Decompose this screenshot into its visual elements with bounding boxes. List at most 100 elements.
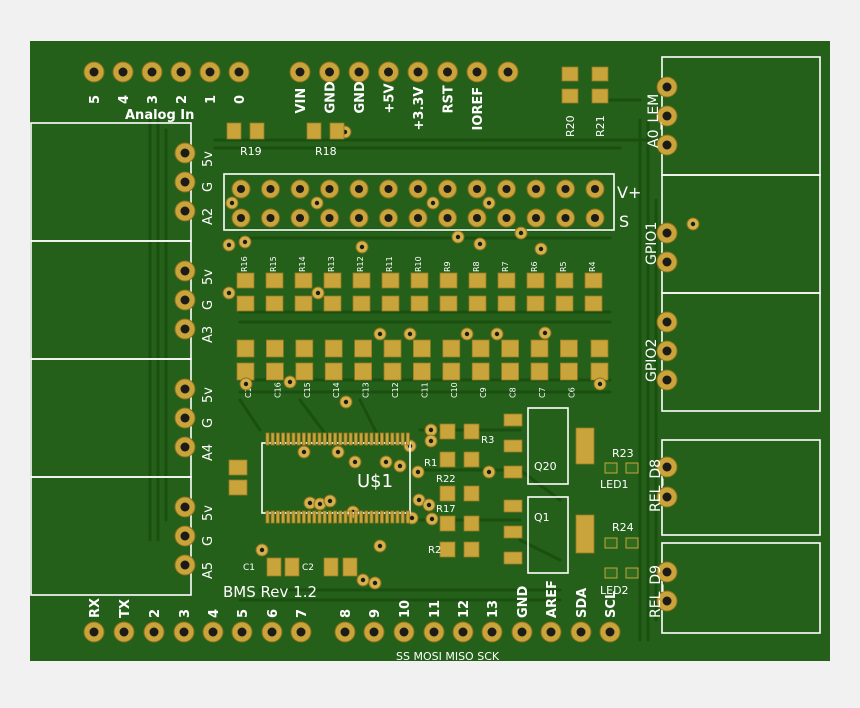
chip-label: U$1 bbox=[357, 471, 393, 492]
capacitor-label: C9 bbox=[479, 387, 488, 398]
side-pin-label: A2 bbox=[201, 208, 216, 225]
resistor-label: R15 bbox=[269, 256, 278, 272]
resistor-pad bbox=[468, 295, 487, 312]
analog-pin-label: 1 bbox=[204, 95, 219, 104]
resistor-pad bbox=[526, 295, 545, 312]
header-pin-pad bbox=[379, 208, 398, 228]
side-pin-label: G bbox=[201, 536, 216, 546]
digital-pin-pad bbox=[173, 621, 195, 643]
power-pin-label: +3.3V bbox=[412, 87, 427, 131]
header-pin-pad bbox=[438, 179, 457, 199]
capacitor-pad bbox=[501, 339, 520, 358]
capacitor-label: C11 bbox=[420, 382, 429, 398]
digital-pin-label: RX bbox=[88, 598, 103, 618]
connector-pin-pad bbox=[656, 105, 678, 127]
vplus-label: V+ bbox=[617, 183, 641, 202]
signal-header-outline bbox=[223, 173, 615, 231]
svg-text:Q20: Q20 bbox=[534, 460, 557, 473]
digital-pin-pad bbox=[143, 621, 165, 643]
connector-pin-pad bbox=[656, 222, 678, 244]
connector-pin-pad bbox=[656, 251, 678, 273]
side-pin-pad bbox=[174, 496, 196, 518]
resistor-label: R8 bbox=[472, 261, 481, 272]
analog-pin-label: 5 bbox=[88, 95, 103, 104]
analog-pin-pad bbox=[228, 61, 250, 83]
resistor-pad bbox=[294, 272, 313, 289]
connector-pads bbox=[656, 76, 678, 612]
digital-pin-label: SCL bbox=[604, 591, 619, 618]
resistor-pad bbox=[555, 295, 574, 312]
digital-pin-label: 7 bbox=[295, 609, 310, 618]
digital-pin-label: 5 bbox=[236, 609, 251, 618]
digital-pin-label: 12 bbox=[457, 600, 472, 618]
analog-pin-pad bbox=[141, 61, 163, 83]
digital-pin-label: 6 bbox=[266, 609, 281, 618]
digital-pin-pad bbox=[363, 621, 385, 643]
svg-text:R3: R3 bbox=[481, 435, 494, 446]
c2-pad bbox=[342, 557, 358, 577]
capacitor-label: C10 bbox=[450, 382, 459, 398]
capacitor-pad bbox=[324, 339, 343, 358]
resistor-label: R6 bbox=[530, 261, 539, 272]
capacitor-pad bbox=[442, 362, 461, 381]
capacitor-pad bbox=[236, 362, 255, 381]
capacitor-label: C6 bbox=[567, 387, 576, 398]
r-small-pad bbox=[228, 479, 248, 496]
resistor-label: R4 bbox=[588, 261, 597, 272]
rel-d9-label: REL_D9 bbox=[648, 565, 664, 618]
capacitor-label: C16 bbox=[273, 382, 282, 398]
digital-pin-pad bbox=[511, 621, 533, 643]
resistor-pad bbox=[468, 272, 487, 289]
digital-pin-label: 2 bbox=[148, 609, 163, 618]
svg-text:R22: R22 bbox=[436, 474, 456, 485]
capacitor-pad bbox=[560, 339, 578, 358]
header-pin-pad bbox=[408, 208, 428, 228]
side-pin-label: 5v bbox=[201, 505, 216, 521]
resistor-pad bbox=[439, 295, 458, 312]
resistor-pad bbox=[439, 272, 458, 289]
resistor-label: R16 bbox=[240, 256, 249, 272]
capacitor-pad bbox=[383, 339, 402, 358]
header-pin-pad bbox=[467, 208, 487, 228]
digital-pin-pad bbox=[540, 621, 562, 643]
digital-pin-pad bbox=[393, 621, 415, 643]
header-pin-pad bbox=[261, 179, 280, 199]
digital-pin-pad bbox=[261, 621, 283, 643]
header-pin-pad bbox=[261, 208, 280, 228]
svg-text:R2: R2 bbox=[428, 545, 441, 556]
capacitor-pad bbox=[265, 339, 284, 358]
capacitor-pad bbox=[590, 362, 609, 381]
analog-pin-label: 4 bbox=[117, 95, 132, 104]
capacitor-label: C14 bbox=[332, 382, 341, 398]
resistor-pad bbox=[236, 272, 255, 289]
side-pin-pad bbox=[174, 289, 196, 311]
analog-pin-pad bbox=[199, 61, 221, 83]
resistor-pad bbox=[352, 272, 371, 289]
side-pin-pad bbox=[174, 171, 196, 193]
digital-pin-label: GND bbox=[516, 585, 531, 618]
r18-label: R18 bbox=[315, 145, 337, 158]
header-pin-pad bbox=[467, 179, 487, 199]
capacitor-pad bbox=[412, 339, 431, 358]
c1-pad bbox=[266, 557, 282, 577]
connector-pin-pad bbox=[656, 486, 678, 508]
digital-pin-pad bbox=[452, 621, 474, 643]
side-pin-pad bbox=[174, 525, 196, 547]
resistor-label: R9 bbox=[443, 261, 452, 272]
digital-pin-pad bbox=[290, 621, 312, 643]
digital-pin-label: 8 bbox=[339, 609, 354, 618]
r19-label: R19 bbox=[240, 145, 262, 158]
header-pin-pad bbox=[320, 179, 339, 199]
capacitor-pad bbox=[265, 362, 284, 381]
header-pin-pad bbox=[526, 179, 546, 199]
power-pin-pad bbox=[407, 61, 429, 83]
header-pin-pad bbox=[556, 179, 575, 199]
resistor-pad bbox=[352, 295, 371, 312]
analog-pin-label: 0 bbox=[233, 95, 248, 104]
header-pin-pad bbox=[438, 208, 457, 228]
header-pin-pad bbox=[497, 208, 516, 228]
resistor-label: R13 bbox=[327, 256, 336, 272]
header-pin-pad bbox=[408, 179, 428, 199]
digital-pin-label: 9 bbox=[368, 609, 383, 618]
